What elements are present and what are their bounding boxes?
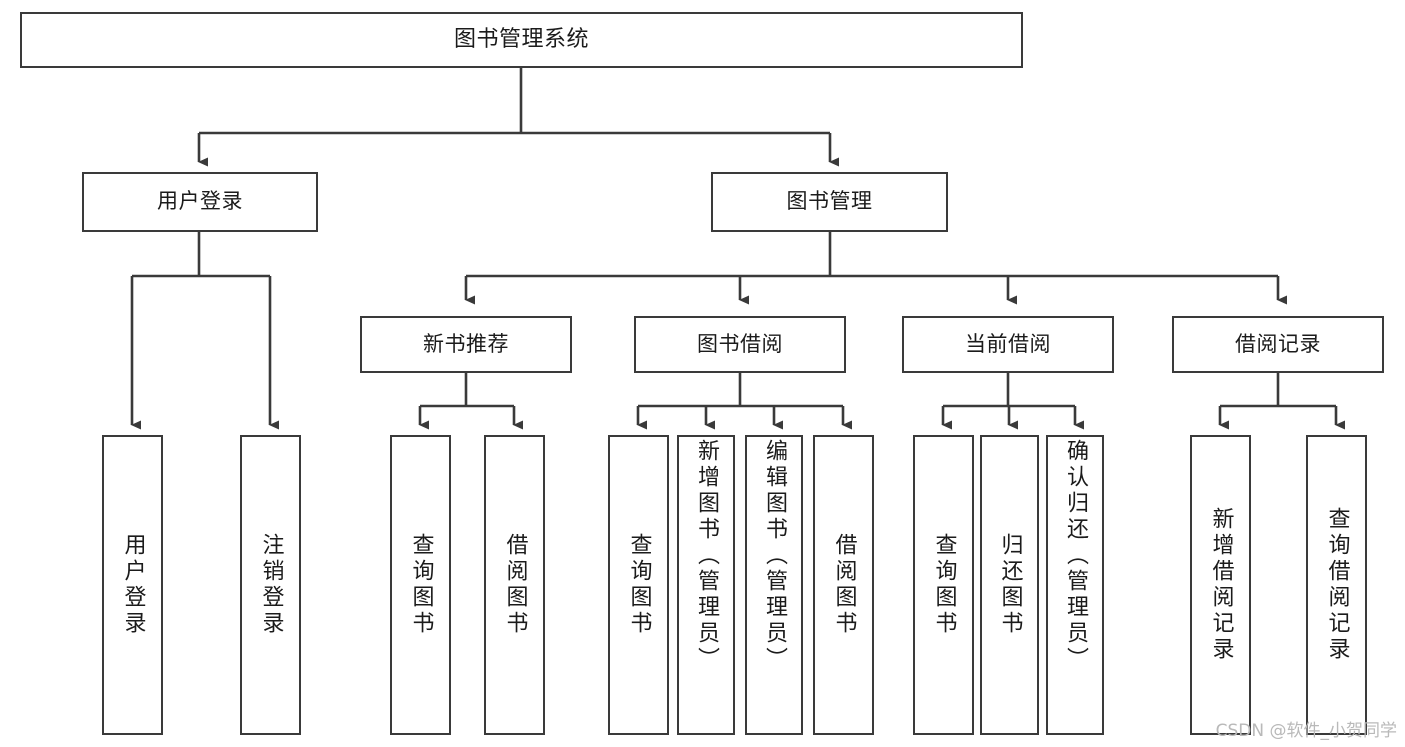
node-current-borrow[interactable]: 当前借阅 [902, 316, 1114, 373]
node-leaf-return-book[interactable]: 归还图书 [980, 435, 1039, 735]
node-leaf-add-borrow-record[interactable]: 新增借阅记录 [1190, 435, 1251, 735]
node-new-book-recommend[interactable]: 新书推荐 [360, 316, 572, 373]
node-label: 确认归还（管理员） [1063, 439, 1088, 673]
node-leaf-query-book-borrow[interactable]: 查询图书 [608, 435, 669, 735]
node-leaf-add-book-admin[interactable]: 新增图书（管理员） [677, 435, 735, 735]
node-leaf-borrow-book-recommend[interactable]: 借阅图书 [484, 435, 545, 735]
node-label: 新书推荐 [423, 331, 509, 356]
node-label: 借阅图书 [502, 533, 528, 637]
node-leaf-query-borrow-record[interactable]: 查询借阅记录 [1306, 435, 1367, 735]
node-label: 查询图书 [408, 533, 434, 637]
node-label: 新增借阅记录 [1208, 507, 1234, 663]
node-leaf-borrow-book-borrow[interactable]: 借阅图书 [813, 435, 874, 735]
node-leaf-user-logout[interactable]: 注销登录 [240, 435, 301, 735]
node-label: 用户登录 [120, 533, 146, 637]
node-leaf-user-login[interactable]: 用户登录 [102, 435, 163, 735]
node-label: 注销登录 [258, 533, 284, 637]
node-label: 查询图书 [626, 533, 652, 637]
node-label: 用户登录 [157, 189, 243, 214]
node-label: 新增图书（管理员） [694, 439, 719, 673]
node-label: 借阅图书 [831, 533, 857, 637]
node-root-book-management-system[interactable]: 图书管理系统 [20, 12, 1023, 68]
node-label: 查询图书 [931, 533, 957, 637]
watermark-text: CSDN @软件_小贺同学 [1215, 721, 1397, 741]
node-book-management[interactable]: 图书管理 [711, 172, 948, 232]
node-label: 编辑图书（管理员） [762, 439, 787, 673]
node-label: 当前借阅 [965, 331, 1051, 356]
node-book-borrow[interactable]: 图书借阅 [634, 316, 846, 373]
node-label: 归还图书 [997, 533, 1023, 637]
node-label: 查询借阅记录 [1324, 507, 1350, 663]
node-label: 图书借阅 [697, 331, 783, 356]
node-label: 图书管理系统 [453, 26, 589, 52]
node-user-login[interactable]: 用户登录 [82, 172, 318, 232]
node-leaf-query-book-current[interactable]: 查询图书 [913, 435, 974, 735]
node-label: 借阅记录 [1235, 331, 1321, 356]
node-leaf-confirm-return-admin[interactable]: 确认归还（管理员） [1046, 435, 1104, 735]
node-leaf-query-book-recommend[interactable]: 查询图书 [390, 435, 451, 735]
node-borrow-record[interactable]: 借阅记录 [1172, 316, 1384, 373]
node-label: 图书管理 [786, 189, 873, 214]
node-leaf-edit-book-admin[interactable]: 编辑图书（管理员） [745, 435, 803, 735]
